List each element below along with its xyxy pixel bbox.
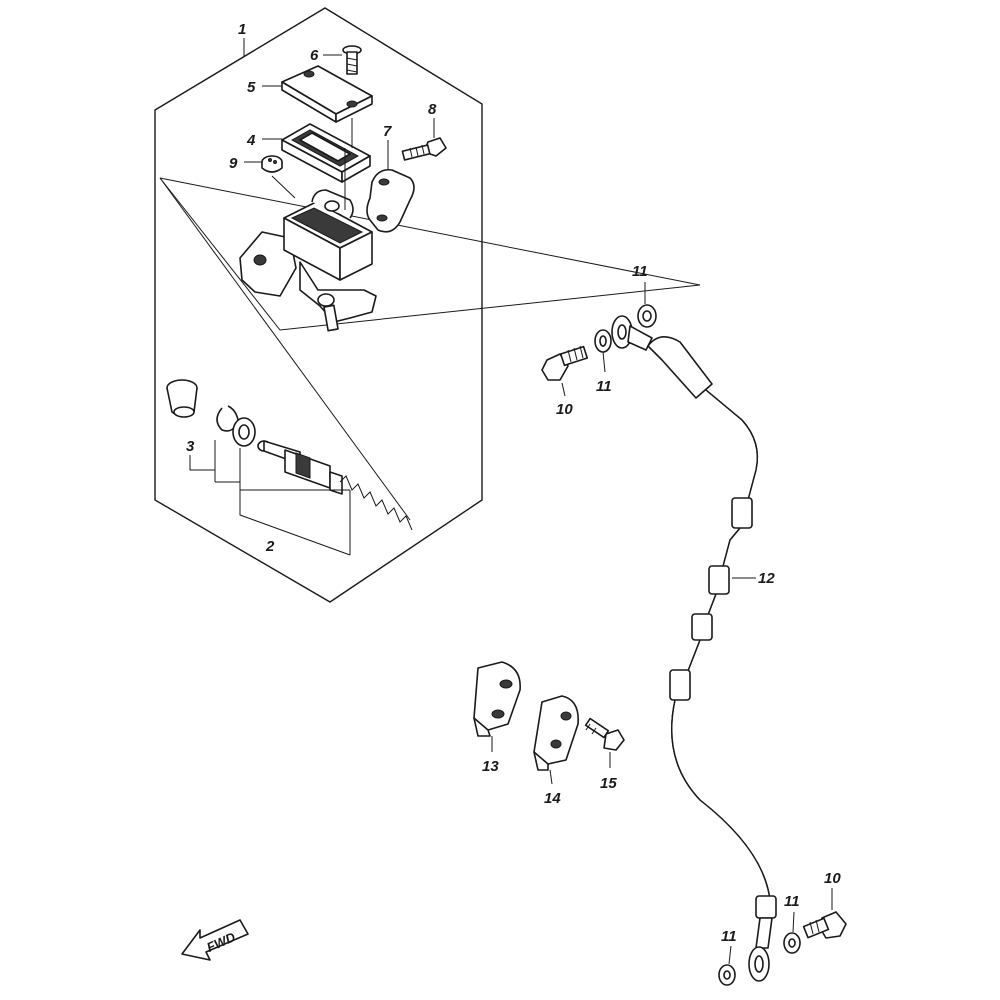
callout-12: 12 <box>758 570 775 587</box>
callout-11-a: 11 <box>632 263 648 280</box>
callout-6: 6 <box>310 47 319 64</box>
washer-part-11-b <box>637 304 657 328</box>
callout-2: 2 <box>265 538 275 555</box>
circlip <box>216 405 239 432</box>
hose-guide-part-14 <box>533 695 579 771</box>
callout-8: 8 <box>428 101 437 118</box>
bracket-3 <box>189 440 216 471</box>
callout-10-bottom: 10 <box>824 870 841 887</box>
clamp-part-7 <box>366 168 415 233</box>
banjo-bolt-part-10-bottom <box>802 911 847 939</box>
reservoir-cap-part-5 <box>281 65 373 123</box>
brake-hose-part-12 <box>611 315 777 982</box>
bracket-2 <box>239 495 351 556</box>
cap-part-9 <box>261 155 283 173</box>
callout-4: 4 <box>246 132 256 149</box>
hose-guide-part-13 <box>473 661 521 737</box>
screw-part-6 <box>342 45 362 75</box>
washer <box>232 417 256 447</box>
callout-11-d: 11 <box>721 928 737 945</box>
callout-7: 7 <box>383 123 392 140</box>
bolt-part-8 <box>401 137 447 161</box>
callout-11-b: 11 <box>596 378 612 395</box>
callout-11-c: 11 <box>784 893 800 910</box>
callout-1: 1 <box>238 21 246 38</box>
callout-10-top: 10 <box>556 401 573 418</box>
diaphragm-part-4 <box>281 123 371 183</box>
section-wedge <box>159 177 701 331</box>
section-wedge-lower <box>159 177 411 521</box>
callout-3: 3 <box>186 438 195 455</box>
callout-5: 5 <box>247 79 256 96</box>
piston-kit-part-2 <box>257 440 413 531</box>
boot-part-3 <box>166 379 198 418</box>
washer-part-11-d <box>718 964 736 986</box>
callout-9: 9 <box>229 155 238 172</box>
fwd-arrow-icon: FWD <box>181 919 249 961</box>
banjo-bolt-part-10-top <box>541 345 589 381</box>
callout-15: 15 <box>600 775 617 792</box>
bolt-part-15 <box>584 717 625 751</box>
washer-part-11-c <box>783 932 801 954</box>
assembly-boundary <box>154 7 483 603</box>
washer-part-11-a <box>594 329 612 353</box>
master-cylinder-body <box>239 118 377 332</box>
section-wedge-upper <box>159 177 701 286</box>
callout-14: 14 <box>544 790 561 807</box>
callout-13: 13 <box>482 758 499 775</box>
